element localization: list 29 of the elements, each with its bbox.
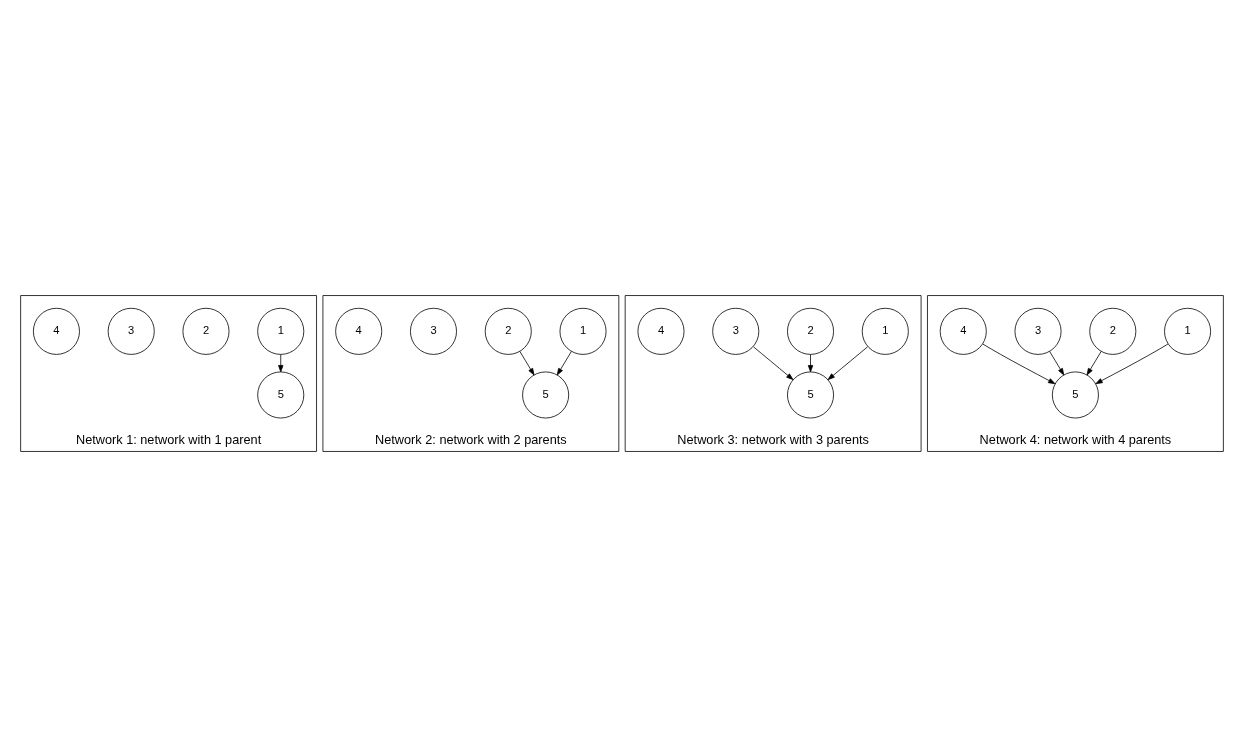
node-circle: 2 bbox=[787, 307, 834, 355]
node-circle: 3 bbox=[410, 307, 457, 355]
arrow bbox=[982, 343, 1056, 385]
arrow bbox=[753, 346, 794, 380]
node-circle: 2 bbox=[182, 307, 230, 355]
node-circle: 1 bbox=[861, 307, 909, 355]
node-circle: 1 bbox=[1164, 307, 1212, 355]
node-circle: 3 bbox=[1014, 307, 1062, 355]
node-circle: 5 bbox=[522, 371, 570, 419]
arrow bbox=[807, 354, 814, 373]
arrow bbox=[556, 351, 572, 376]
node-circle: 2 bbox=[484, 307, 532, 355]
arrow bbox=[1095, 343, 1169, 385]
node-circle: 1 bbox=[559, 307, 607, 355]
node-circle: 4 bbox=[335, 307, 383, 355]
node-circle: 3 bbox=[712, 307, 760, 355]
arrow bbox=[1086, 351, 1102, 376]
node-circle: 5 bbox=[257, 371, 305, 419]
arrow bbox=[1049, 351, 1065, 376]
arrow bbox=[519, 351, 535, 376]
node-circle: 1 bbox=[257, 307, 305, 355]
arrow bbox=[827, 346, 868, 380]
node-circle: 3 bbox=[107, 307, 155, 355]
node-circle: 2 bbox=[1089, 307, 1137, 355]
node-circle: 4 bbox=[32, 307, 80, 355]
node-circle: 5 bbox=[1051, 371, 1099, 419]
node-circle: 4 bbox=[637, 307, 685, 355]
node-circle: 4 bbox=[939, 307, 987, 355]
arrow bbox=[278, 354, 284, 373]
